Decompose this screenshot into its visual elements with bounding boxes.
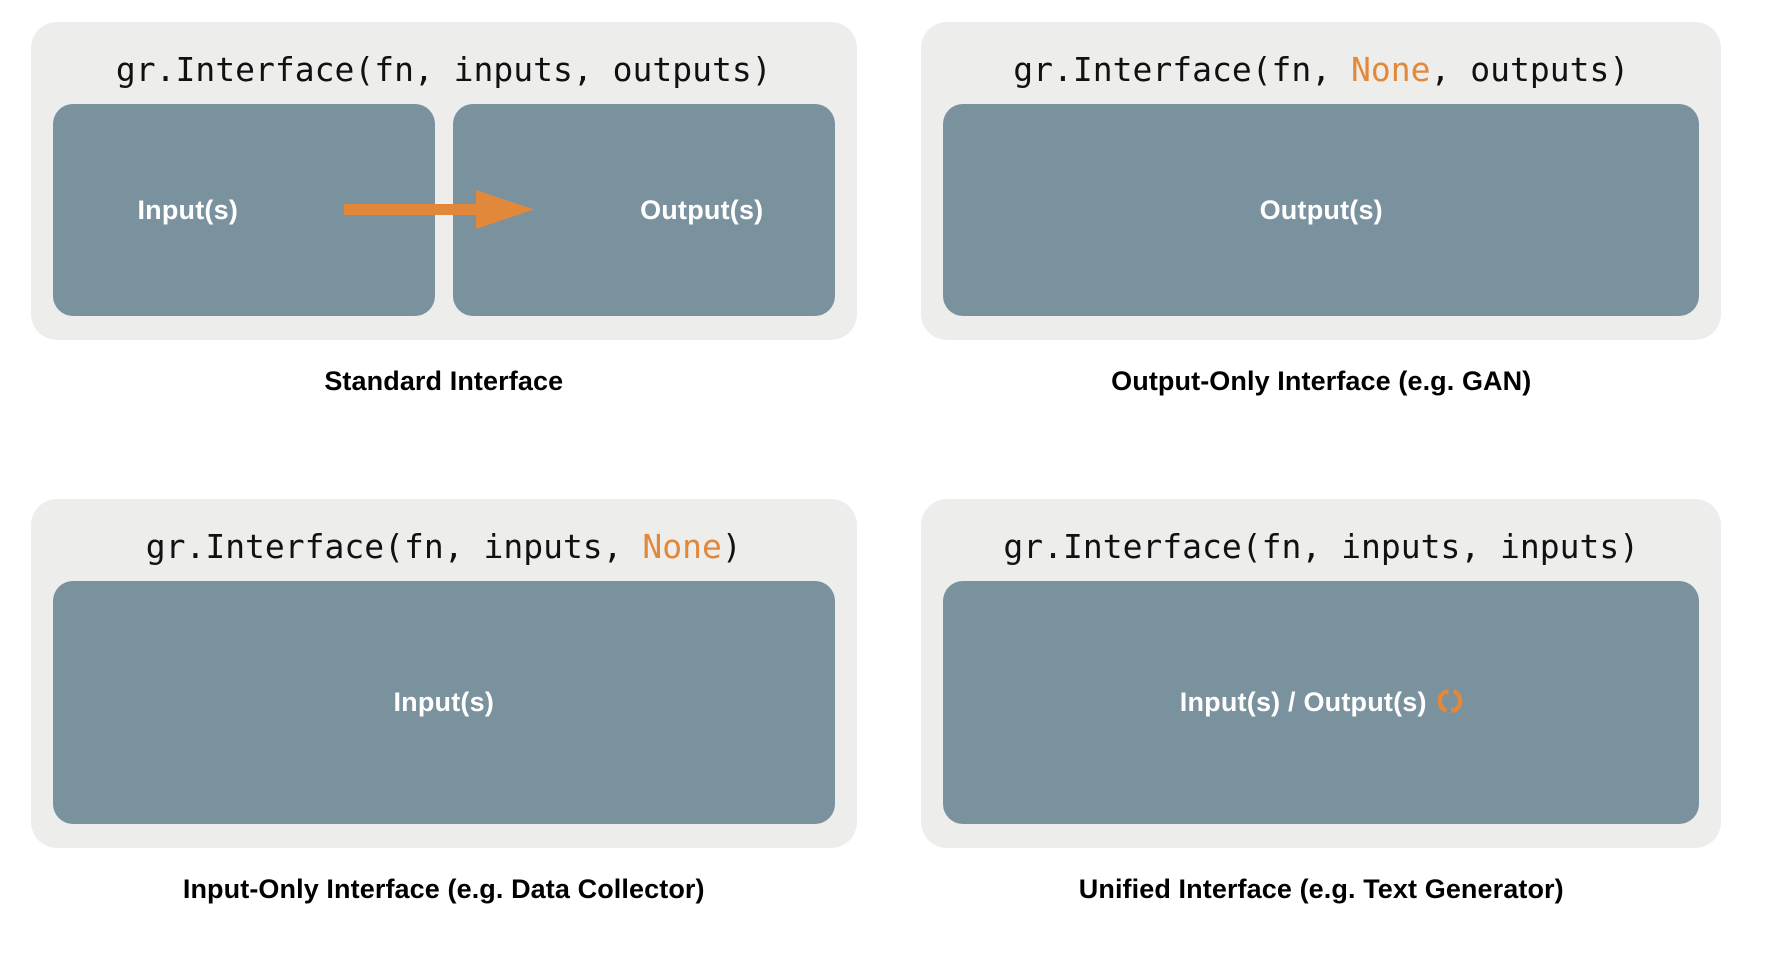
panel-inputs-label: Input(s) (393, 686, 495, 717)
panel-outputs-label: Output(s) (1259, 194, 1383, 225)
card-standard-interface: gr.Interface(fn, inputs, outputs) Input(… (30, 22, 857, 341)
code-signature-unified: gr.Interface(fn, inputs, inputs) (1003, 526, 1640, 566)
quadrant-output-only-interface: gr.Interface(fn, None, outputs) Output(s… (908, 22, 1736, 489)
arrow-right-icon (343, 190, 534, 230)
panel-inputs-outputs-label: Input(s) / Output(s) (1179, 686, 1427, 717)
card-unified-interface: gr.Interface(fn, inputs, inputs) Input(s… (921, 498, 1722, 848)
quadrant-unified-interface: gr.Interface(fn, inputs, inputs) Input(s… (908, 498, 1736, 966)
panel-inputs[interactable]: Input(s) (52, 580, 835, 824)
code-text-suffix: , outputs) (1430, 50, 1630, 89)
panel-outputs-label: Output(s) (640, 194, 764, 225)
card-output-only-interface: gr.Interface(fn, None, outputs) Output(s… (921, 22, 1722, 341)
code-text: gr.Interface(fn, inputs, inputs) (1003, 526, 1640, 566)
panel-row-standard: Input(s) Output(s) (52, 104, 835, 317)
code-text-prefix: gr.Interface(fn, (1013, 50, 1352, 89)
code-keyword-none: None (1351, 50, 1431, 89)
caption-unified-interface: Unified Interface (e.g. Text Generator) (1078, 873, 1564, 904)
panel-inputs-outputs-wrap: Input(s) / Output(s) (1180, 687, 1463, 718)
quadrant-standard-interface: gr.Interface(fn, inputs, outputs) Input(… (30, 22, 858, 489)
code-signature-standard: gr.Interface(fn, inputs, outputs) (115, 50, 772, 89)
code-signature-input-only: gr.Interface(fn, inputs, None) (145, 526, 742, 566)
quadrant-input-only-interface: gr.Interface(fn, inputs, None) Input(s) … (30, 498, 858, 966)
panel-inputs-label: Input(s) (137, 194, 239, 225)
card-input-only-interface: gr.Interface(fn, inputs, None) Input(s) (30, 498, 857, 848)
code-text: gr.Interface(fn, inputs, outputs) (115, 50, 772, 89)
code-keyword-none: None (642, 526, 722, 566)
code-text-suffix: ) (721, 526, 742, 566)
panel-row-output-only: Output(s) (943, 104, 1700, 317)
code-text-prefix: gr.Interface(fn, inputs, (145, 526, 643, 566)
panel-outputs[interactable]: Output(s) (943, 104, 1700, 317)
caption-input-only-interface: Input-Only Interface (e.g. Data Collecto… (182, 873, 705, 904)
caption-standard-interface: Standard Interface (324, 366, 564, 397)
cycle-icon (1437, 688, 1463, 714)
code-signature-output-only: gr.Interface(fn, None, outputs) (1013, 50, 1630, 89)
caption-output-only-interface: Output-Only Interface (e.g. GAN) (1111, 366, 1532, 397)
panel-inputs-outputs[interactable]: Input(s) / Output(s) (943, 580, 1700, 824)
panel-row-unified: Input(s) / Output(s) (943, 580, 1700, 824)
panel-row-input-only: Input(s) (52, 580, 835, 824)
